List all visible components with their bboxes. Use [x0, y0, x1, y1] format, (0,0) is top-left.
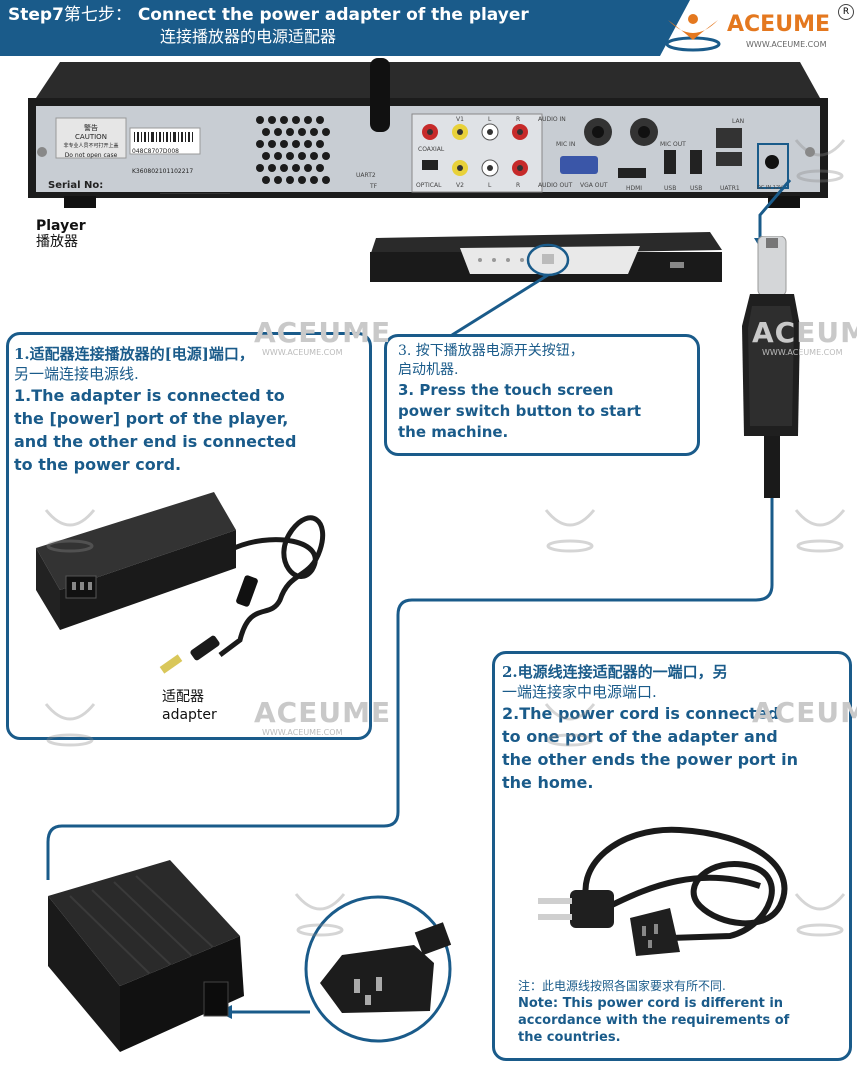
caution-sticker: 警告 CAUTION 非专业人员不可打开上盖 Do not open case [56, 124, 126, 160]
step2-en-line1: 2.The power cord is connected [502, 704, 779, 723]
serial-underline [160, 193, 230, 194]
header-banner [0, 0, 640, 56]
serial-label: Serial No: [48, 180, 104, 191]
watermark-2: ACEUME [254, 696, 392, 729]
step1-en-line4: to the power cord. [14, 455, 182, 474]
watermark-url-3: WWW.ACEUME.COM [762, 348, 843, 357]
watermark-url-1: WWW.ACEUME.COM [262, 348, 343, 357]
player-label-en: Player [36, 218, 86, 234]
step1-en-line2: the [power] port of the player, [14, 409, 289, 428]
note-en-line2: accordance with the requirements of [518, 1013, 790, 1028]
warning-zh: 警告 [84, 124, 98, 132]
port-label-dc-in: DC IN 12V [757, 185, 783, 191]
step3-text: 3. 按下播放器电源开关按钮， 启动机器. 3. Press the touch… [398, 342, 688, 443]
port-label-usb-1: USB [664, 185, 677, 192]
step3-box [384, 334, 700, 456]
watermark-3: ACEUME [752, 316, 857, 349]
port-label-optical: OPTICAL [416, 182, 442, 189]
caution-zh: 非专业人员不可打开上盖 [63, 143, 119, 149]
step1-zh-line2: 另一端连接电源线. [14, 365, 139, 383]
step3-en-line2: power switch button to start [398, 402, 642, 420]
port-label-r2: R [516, 182, 521, 189]
watermark-1: ACEUME [254, 316, 392, 349]
power-cord-image [538, 826, 788, 956]
step3-en-line1: 3. Press the touch screen [398, 381, 614, 399]
step1-en-line3: and the other end is connected [14, 432, 297, 451]
step1-en-line1: 1.The adapter is connected to [14, 386, 285, 405]
registered-mark: R [838, 4, 854, 20]
step2-en-line3: the other ends the power port in [502, 750, 799, 769]
step3-zh-line1: 3. 按下播放器电源开关按钮， [398, 343, 584, 359]
step2-text: 2.电源线连接适配器的一端口，另 一端连接家中电源端口. 2.The power… [502, 662, 842, 794]
step2-zh-line2: 一端连接家中电源端口. [502, 683, 657, 701]
port-label-r1: R [516, 116, 521, 123]
note-en-line3: the countries. [518, 1030, 621, 1045]
player-rear-panel [28, 58, 828, 208]
step3-en-line3: the machine. [398, 423, 509, 441]
step2-en-line2: to one port of the adapter and [502, 727, 778, 746]
port-label-v1: V1 [456, 116, 464, 123]
step2-en-line4: the home. [502, 773, 594, 792]
adapter-label-en: adapter [162, 707, 217, 723]
watermark-url-2: WWW.ACEUME.COM [262, 728, 343, 737]
title-en: Connect the power adapter of the player [137, 5, 529, 25]
note-en-line1: Note: This power cord is different in [518, 996, 784, 1011]
do-not-open-text: Do not open case [64, 152, 118, 159]
dc-plug-cable [742, 236, 800, 498]
step1-text: 1.适配器连接播放器的[电源]端口， 另一端连接电源线. 1.The adapt… [14, 344, 360, 476]
watermark-4: ACEUME [752, 696, 857, 729]
port-label-usb-2: USB [690, 185, 703, 192]
port-label-uart2: UART2 [356, 172, 376, 179]
adapter-caption: 适配器 adapter [162, 688, 217, 724]
header-title: Step7第七步： Connect the power adapter of t… [8, 4, 529, 48]
step1-zh-line1: 1.适配器连接播放器的[电源]端口， [14, 345, 254, 363]
logo-brand: ACEUME [727, 12, 830, 37]
step-label-zh: 第七步： [63, 5, 132, 25]
step1-box [6, 332, 372, 740]
port-label-vga-out: VGA OUT [580, 182, 608, 189]
port-label-tf: TF [370, 183, 378, 190]
aceume-logo-icon [665, 14, 721, 52]
barcode-number-1: 048C8707D008 [132, 148, 179, 155]
port-label-l1: L [488, 116, 492, 123]
adapter-bottom-image [48, 860, 244, 1052]
port-label-audio-out: AUDIO OUT [538, 182, 573, 189]
port-label-l2: L [488, 182, 492, 189]
port-label-hdmi: HDMI [626, 185, 643, 192]
step2-zh-line1: 2.电源线连接适配器的一端口，另 [502, 663, 728, 681]
port-label-v2: V2 [456, 182, 464, 189]
caution-text: CAUTION [75, 133, 107, 141]
plug-closeup-circle [304, 895, 452, 1043]
step2-box [492, 651, 852, 1061]
step-label: Step7 [8, 5, 64, 25]
port-label-audio-in: AUDIO IN [538, 116, 566, 123]
power-adapter-image [36, 492, 326, 674]
port-label-mic-in: MIC IN [556, 141, 576, 148]
port-label-lan: LAN [732, 118, 745, 125]
step3-zh-line2: 启动机器. [398, 362, 459, 378]
barcode-number-2: K360802101102217 [132, 168, 194, 175]
adapter-label-zh: 适配器 [162, 689, 204, 705]
logo-url: WWW.ACEUME.COM [746, 40, 827, 49]
port-label-coaxial: COAXIAL [418, 146, 445, 153]
port-label-mic-out: MIC OUT [660, 141, 686, 148]
player-label-zh: 播放器 [36, 234, 78, 250]
note-zh: 注：此电源线按照各国家要求有所不同. [518, 979, 726, 993]
port-label-uatr1: UATR1 [720, 185, 740, 192]
step2-note: 注：此电源线按照各国家要求有所不同. Note: This power cord… [518, 978, 842, 1046]
player-caption: Player 播放器 [36, 218, 86, 250]
title-zh: 连接播放器的电源适配器 [160, 27, 337, 46]
